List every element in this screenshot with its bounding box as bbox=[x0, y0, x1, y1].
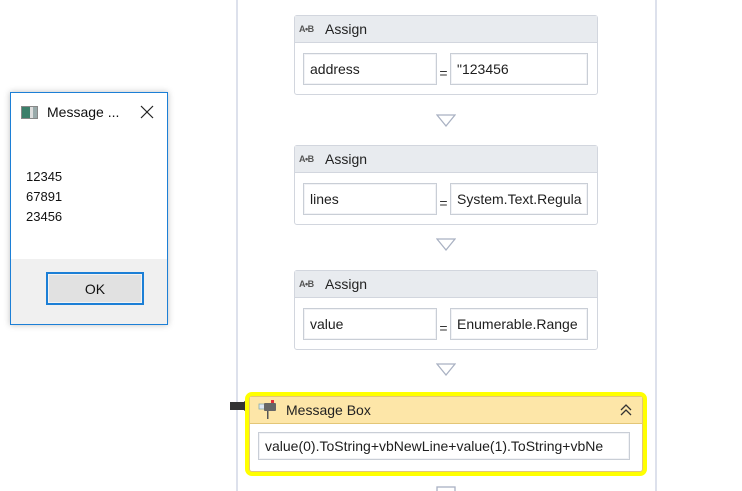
equals-sign: = bbox=[439, 64, 448, 81]
assign-activity-address[interactable]: A•B Assign address = "123456 bbox=[294, 15, 598, 95]
message-dialog: Message ... 12345 67891 23456 OK bbox=[10, 92, 168, 325]
dialog-title-bar[interactable]: Message ... bbox=[11, 93, 167, 131]
equals-sign: = bbox=[439, 319, 448, 336]
connector-arrow-icon bbox=[436, 486, 456, 491]
activity-title: Assign bbox=[325, 276, 368, 292]
connector-arrow-icon bbox=[436, 238, 456, 252]
message-box-activity[interactable]: Message Box value(0).ToString+vbNewLine+… bbox=[245, 392, 647, 476]
activity-header[interactable]: A•B Assign bbox=[295, 146, 597, 173]
sequence-right-border bbox=[655, 0, 657, 491]
assign-activity-lines[interactable]: A•B Assign lines = System.Text.Regula bbox=[294, 145, 598, 225]
connector-arrow-icon bbox=[436, 363, 456, 377]
activity-title: Assign bbox=[325, 21, 368, 37]
dialog-title: Message ... bbox=[47, 104, 120, 120]
message-line: 67891 bbox=[26, 189, 63, 204]
assign-value-field[interactable]: System.Text.Regula bbox=[450, 182, 588, 215]
connector-arrow-icon bbox=[436, 114, 456, 128]
equals-sign: = bbox=[439, 194, 448, 211]
activity-header[interactable]: Message Box bbox=[250, 397, 642, 424]
app-window-icon bbox=[21, 105, 38, 119]
assign-to-field[interactable]: lines bbox=[303, 182, 437, 215]
message-line: 23456 bbox=[26, 209, 63, 224]
ok-button[interactable]: OK bbox=[46, 272, 144, 305]
assign-value-field[interactable]: Enumerable.Range bbox=[450, 307, 588, 340]
assign-to-field[interactable]: value bbox=[303, 307, 437, 340]
assign-icon: A•B bbox=[299, 24, 314, 34]
collapse-chevron-icon[interactable] bbox=[618, 402, 634, 418]
activity-header[interactable]: A•B Assign bbox=[295, 16, 597, 43]
message-text-field[interactable]: value(0).ToString+vbNewLine+value(1).ToS… bbox=[258, 432, 630, 460]
message-line: 12345 bbox=[26, 169, 63, 184]
assign-activity-value[interactable]: A•B Assign value = Enumerable.Range bbox=[294, 270, 598, 350]
close-icon[interactable] bbox=[139, 104, 155, 120]
assign-icon: A•B bbox=[299, 279, 314, 289]
mailbox-icon bbox=[258, 400, 276, 419]
assign-value-field[interactable]: "123456 bbox=[450, 52, 588, 85]
sequence-left-border bbox=[236, 0, 238, 491]
dialog-footer: OK bbox=[11, 259, 167, 324]
activity-title: Message Box bbox=[286, 402, 371, 418]
activity-title: Assign bbox=[325, 151, 368, 167]
dialog-message: 12345 67891 23456 bbox=[11, 131, 167, 261]
activity-header[interactable]: A•B Assign bbox=[295, 271, 597, 298]
assign-to-field[interactable]: address bbox=[303, 52, 437, 85]
assign-icon: A•B bbox=[299, 154, 314, 164]
